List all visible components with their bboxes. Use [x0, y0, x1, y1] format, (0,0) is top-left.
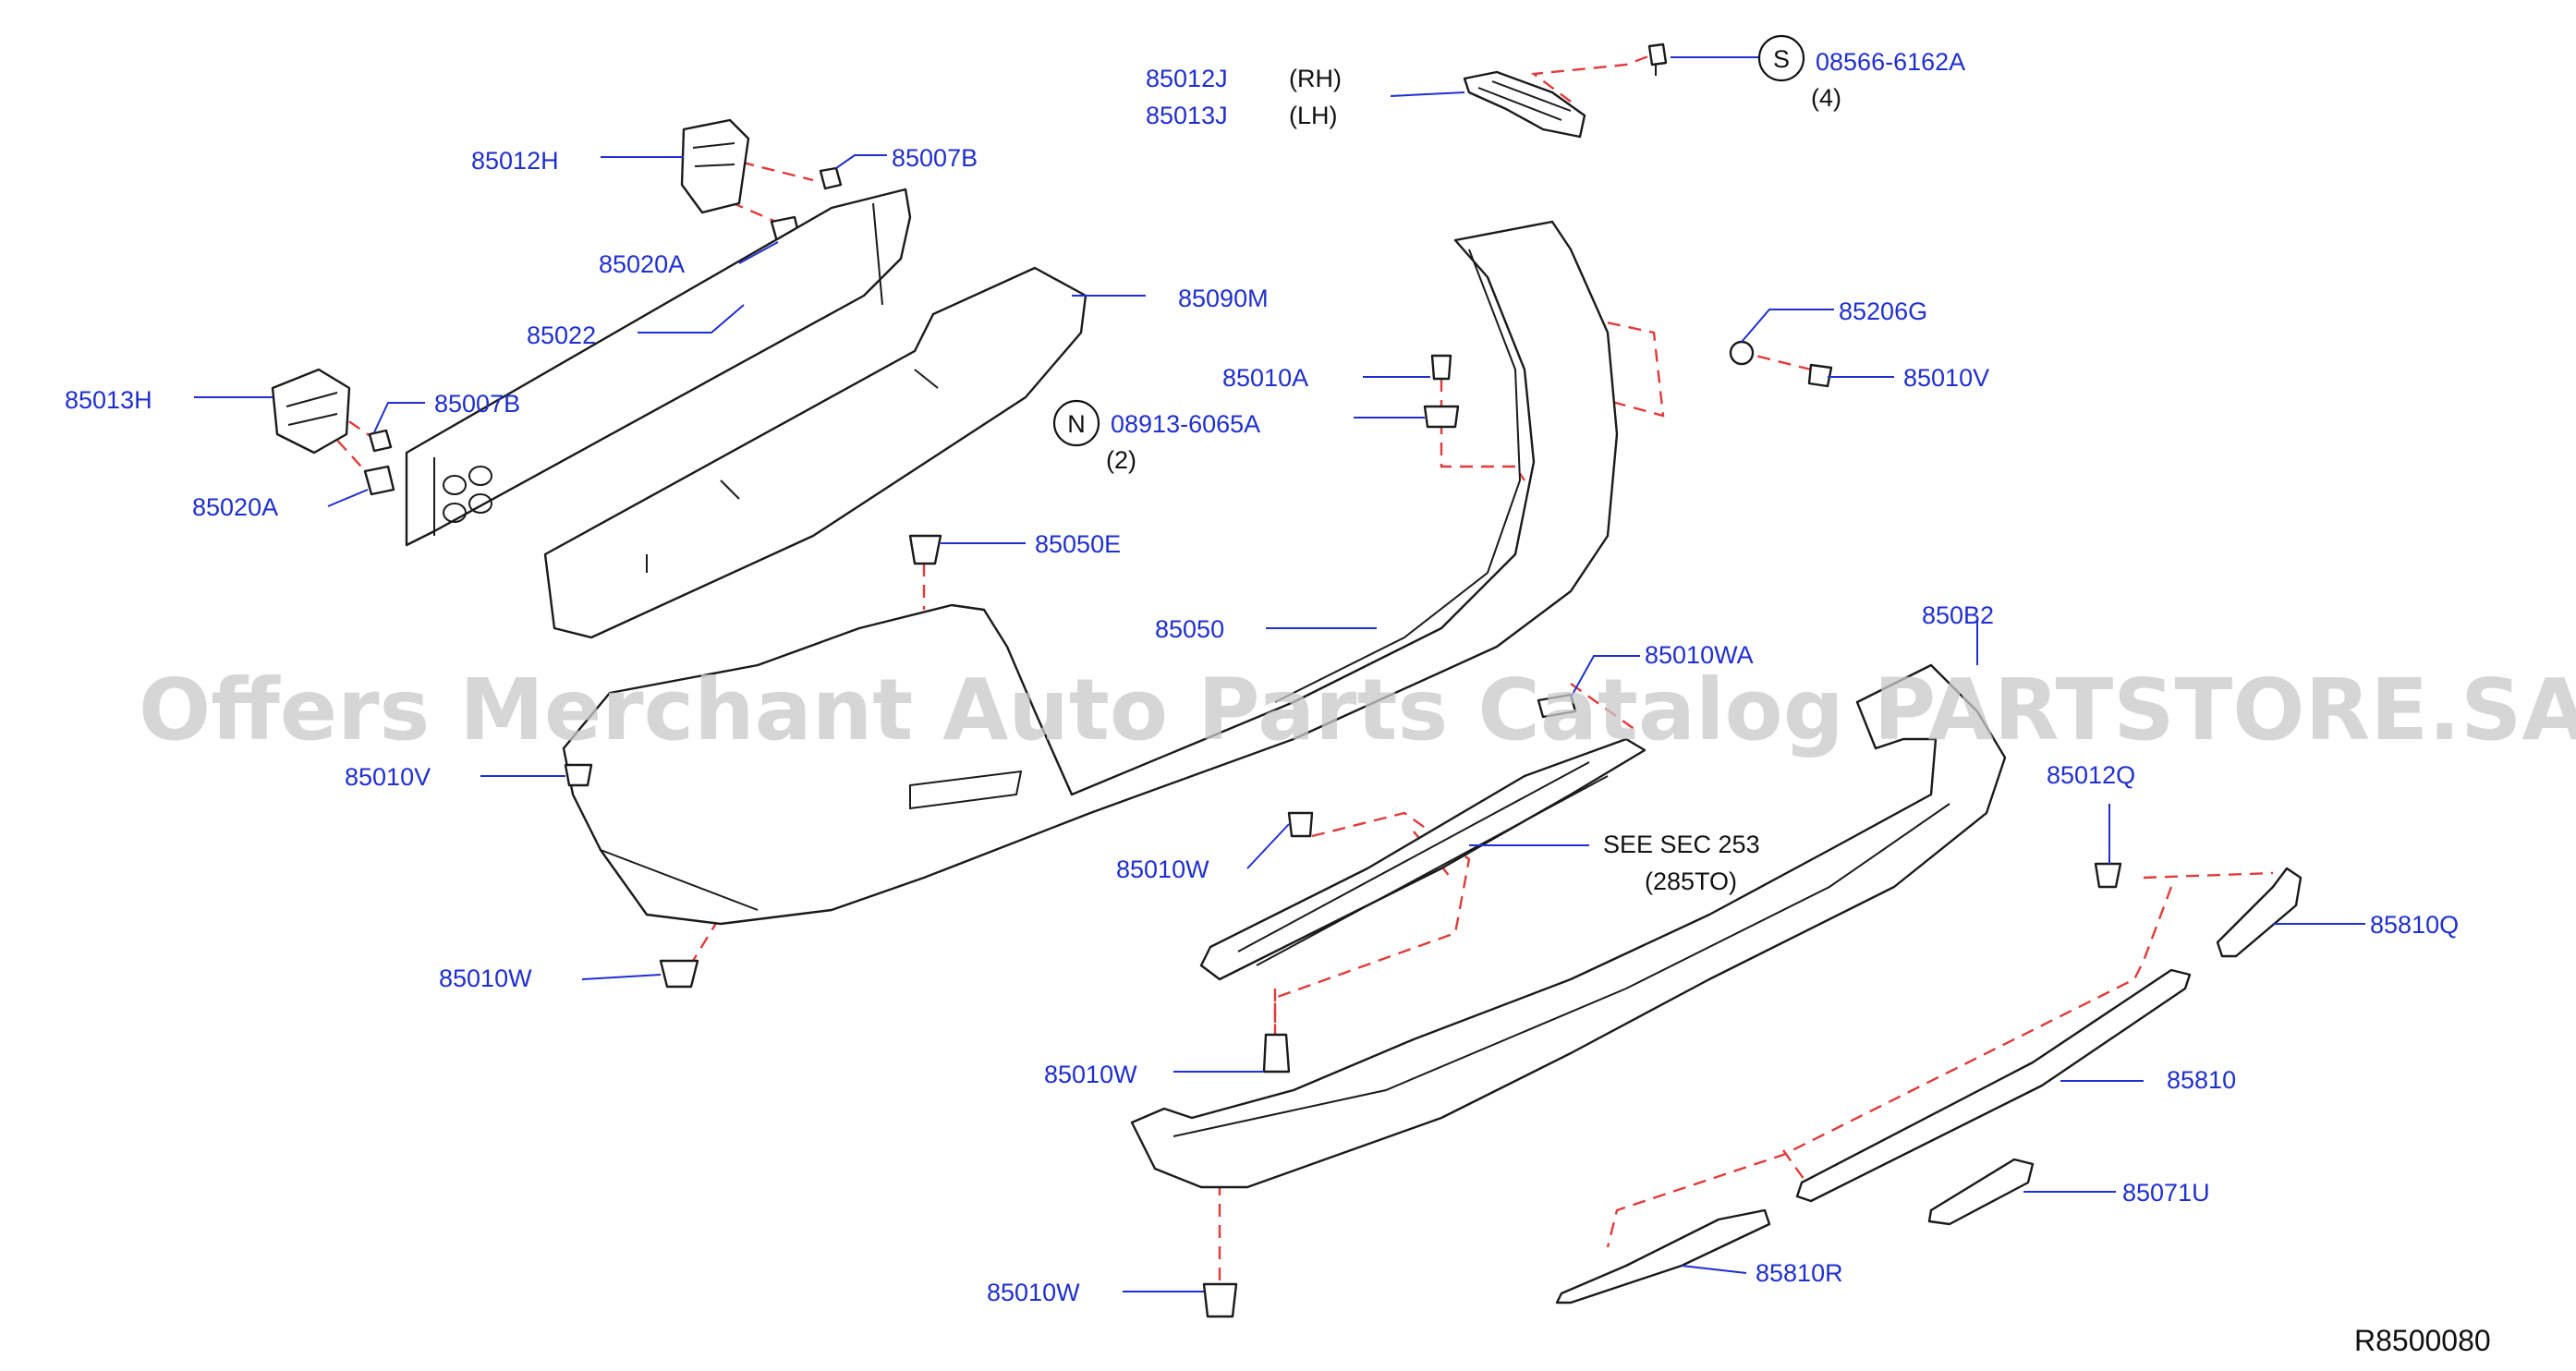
- label-85012J: 85012J: [1146, 65, 1228, 92]
- bracket-85012H: [680, 118, 750, 214]
- reinforcement-85022: [405, 188, 912, 547]
- label-85012H: 85012H: [471, 147, 559, 175]
- label-lh: (LH): [1289, 102, 1338, 129]
- label-85013H: 85013H: [65, 386, 152, 414]
- label-see-sec-253: SEE SEC 253: [1603, 831, 1760, 858]
- lower-bumper-850B2: [1130, 663, 2007, 1189]
- label-85090M: 85090M: [1178, 285, 1269, 312]
- label-85007B-top: 85007B: [892, 144, 978, 172]
- bracket-85071U: [1927, 1158, 2035, 1226]
- label-rh: (RH): [1289, 65, 1342, 92]
- label-85010A: 85010A: [1222, 364, 1308, 392]
- label-85012Q: 85012Q: [2047, 761, 2135, 789]
- label-85007B-bottom: 85007B: [434, 390, 520, 418]
- clip-85010WA: [1537, 693, 1577, 719]
- label-85010V-left: 85010V: [345, 763, 431, 791]
- reflector-85810Q: [2216, 867, 2303, 958]
- label-08913-6065A: 08913-6065A: [1111, 410, 1260, 438]
- screw-85010V-right: [1807, 363, 1833, 388]
- clip-85010W-left: [659, 959, 699, 989]
- label-85071U: 85071U: [2122, 1179, 2210, 1207]
- nut-85007B-bottom: [368, 429, 393, 453]
- label-85013J: 85013J: [1146, 102, 1228, 129]
- symbol-n: N: [1052, 399, 1100, 447]
- clip-85010A: [1430, 354, 1452, 381]
- label-85206G: 85206G: [1839, 297, 1927, 325]
- absorber-85090M: [543, 266, 1088, 639]
- symbol-n-letter: N: [1067, 410, 1086, 438]
- label-85010WA: 85010WA: [1645, 641, 1754, 669]
- label-85810Q: 85810Q: [2370, 911, 2459, 939]
- nut-08913: [1423, 405, 1460, 429]
- bolt-08566: [1647, 42, 1668, 76]
- bracket-sec253: [1199, 737, 1646, 981]
- label-85010W-mid: 85010W: [1116, 855, 1209, 883]
- nut-85007B-top: [819, 166, 843, 190]
- watermark: Offers Merchant Auto Parts Catalog PARTS…: [139, 661, 2576, 759]
- label-85020A-bottom: 85020A: [192, 493, 278, 521]
- clip-85050E: [908, 534, 942, 565]
- clip-85010W-bottom: [1202, 1282, 1238, 1318]
- label-08566-6162A: 08566-6162A: [1816, 48, 1965, 76]
- label-85020A-top: 85020A: [599, 250, 685, 278]
- bracket-85012J: [1463, 70, 1586, 139]
- molding-85810: [1795, 968, 2192, 1203]
- bracket-85013H: [271, 368, 351, 455]
- reference-code: R8500080: [2354, 1324, 2491, 1357]
- clip-85012Q: [2094, 862, 2122, 889]
- label-285TO: (285TO): [1645, 867, 1737, 895]
- label-qty-4: (4): [1811, 84, 1841, 112]
- reflector-85810R: [1555, 1208, 1771, 1304]
- label-85050E: 85050E: [1035, 530, 1121, 558]
- leader-lines: [194, 56, 2365, 1292]
- clip-85010W-mid: [1287, 811, 1314, 838]
- label-85010W-center: 85010W: [1044, 1061, 1137, 1088]
- label-85050: 85050: [1155, 615, 1224, 643]
- part-labels: 85012J (RH) 85013J (LH) 08566-6162A (4) …: [65, 48, 2459, 1306]
- nut-85206G: [1729, 340, 1755, 366]
- label-85010W-bottom: 85010W: [987, 1279, 1080, 1306]
- label-85810: 85810: [2167, 1066, 2236, 1094]
- bolt-85020A-bottom: [363, 465, 395, 496]
- label-85022: 85022: [527, 322, 596, 349]
- clip-85010W-center: [1262, 1033, 1291, 1074]
- label-qty-2: (2): [1106, 446, 1136, 474]
- symbol-s-letter: S: [1773, 45, 1790, 73]
- label-850B2: 850B2: [1922, 601, 1994, 629]
- label-85010W-left: 85010W: [439, 965, 532, 992]
- screw-85010V-left: [564, 763, 593, 787]
- symbol-s: S: [1757, 34, 1805, 82]
- label-85810R: 85810R: [1756, 1259, 1843, 1287]
- label-85010V-right: 85010V: [1903, 364, 1989, 392]
